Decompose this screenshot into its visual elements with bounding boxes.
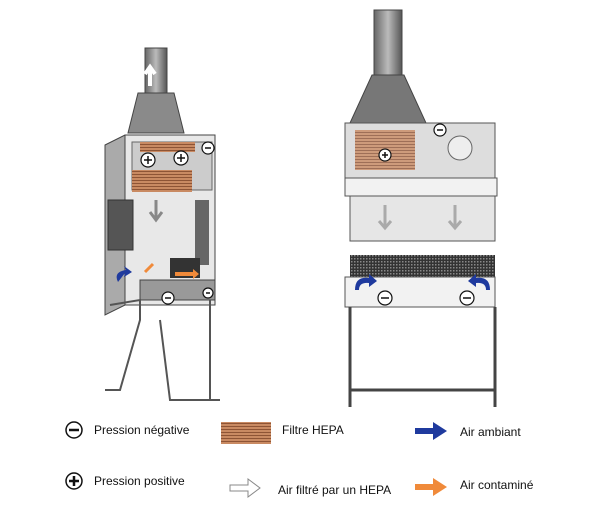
exhaust-chimney [373, 9, 403, 76]
legend-positive-pressure-label: Pression positive [94, 474, 185, 488]
legend-contaminated-air-label: Air contaminé [460, 478, 534, 492]
legend-positive-pressure-icon [65, 472, 83, 490]
front-sash [107, 199, 134, 251]
legend-ambient-air-label: Air ambiant [460, 425, 521, 439]
contaminated-air-arrow-small [143, 262, 155, 274]
rear-wall [195, 200, 209, 265]
contaminated-air-arrow [175, 269, 199, 279]
ambient-air-arrow-left [355, 274, 377, 290]
stand [105, 298, 220, 401]
legend-hepa-filter-icon [221, 422, 271, 444]
ambient-air-arrow [116, 266, 132, 282]
exhaust-hood [127, 92, 185, 134]
exhaust-hood [349, 74, 427, 124]
right-cabinet-front [344, 9, 498, 407]
hepa-filter-exhaust [140, 142, 195, 152]
front-panel [344, 177, 498, 197]
legend-hepa-filter-label: Filtre HEPA [282, 423, 344, 437]
legend-negative-pressure-label: Pression négative [94, 423, 190, 437]
left-cabinet-cutaway [104, 47, 220, 401]
work-surface [139, 279, 216, 301]
hepa-air-arrows [377, 205, 463, 231]
hepa-air-arrow [148, 200, 164, 223]
hepa-filter-top [132, 170, 192, 192]
fan [447, 135, 473, 161]
stand [348, 307, 497, 407]
legend-hepa-air-label: Air filtré par un HEPA [278, 483, 392, 497]
front-sash [349, 195, 496, 242]
legend-contaminated-air-arrow-icon [415, 478, 447, 496]
legend-negative-pressure-icon [65, 421, 83, 439]
front-grille [350, 255, 495, 277]
pressure-marker-signs [381, 129, 471, 299]
exhaust-air-arrow [143, 63, 157, 86]
legend-ambient-air-arrow-icon [415, 422, 447, 440]
legend-hepa-air-arrow-icon [229, 478, 261, 498]
pressure-marker-signs [144, 147, 211, 299]
ambient-air-arrow-right [468, 274, 490, 290]
